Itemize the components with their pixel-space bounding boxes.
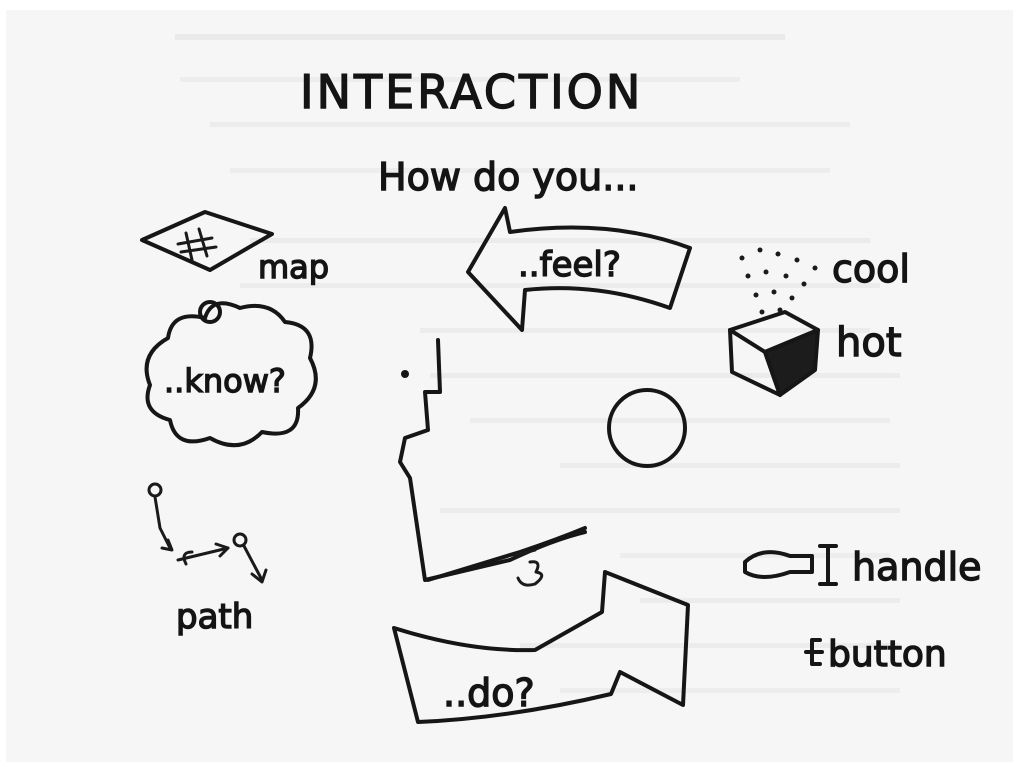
do-arrow-icon bbox=[392, 570, 690, 724]
face-eye-icon bbox=[401, 370, 409, 378]
path-label: path bbox=[176, 597, 253, 637]
cube-icon bbox=[728, 310, 820, 397]
cloud-puff-icon bbox=[198, 300, 222, 324]
map-label: map bbox=[258, 248, 329, 286]
handle-label: handle bbox=[852, 545, 982, 589]
paper-sheet bbox=[6, 10, 1013, 762]
button-label: button bbox=[828, 634, 947, 675]
know-cloud-label: ..know? bbox=[164, 362, 286, 400]
button-icon bbox=[804, 638, 824, 666]
do-arrow-label: ..do? bbox=[443, 671, 535, 715]
feel-arrow-label: ..feel? bbox=[518, 245, 621, 285]
hot-label: hot bbox=[836, 320, 902, 366]
sketch-subtitle: How do you... bbox=[378, 155, 639, 199]
path-icon bbox=[147, 482, 268, 584]
feel-arrow-icon bbox=[466, 206, 692, 332]
circle-object-icon bbox=[607, 388, 687, 468]
map-icon bbox=[140, 210, 274, 272]
pointing-hand-icon bbox=[426, 526, 587, 587]
steam-dots-icon bbox=[739, 247, 818, 315]
sketch-title: INTERACTION bbox=[300, 65, 643, 119]
handle-icon bbox=[743, 544, 838, 586]
cool-label: cool bbox=[832, 247, 910, 291]
know-cloud-icon bbox=[144, 301, 318, 448]
